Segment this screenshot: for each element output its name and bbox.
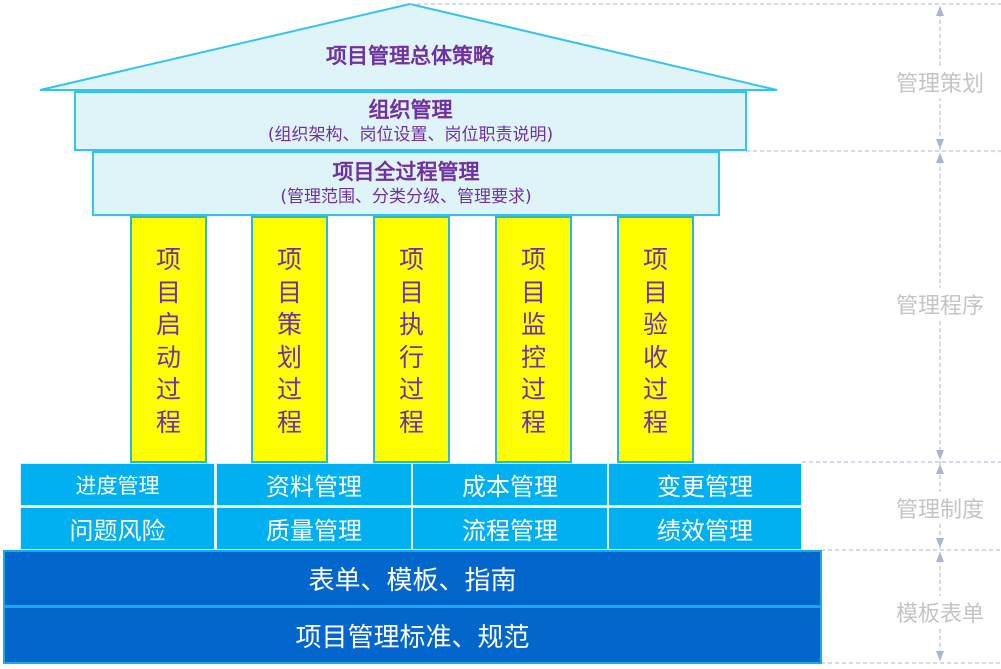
side-label-planning: 管理策划 [880, 66, 1000, 98]
system-cell: 成本管理 [412, 463, 608, 506]
process-tier: 项目全过程管理 (管理范围、分类分级、管理要求) [92, 151, 720, 216]
side-label-templates: 模板表单 [880, 596, 1000, 628]
process-title: 项目全过程管理 [332, 160, 480, 184]
system-cell: 绩效管理 [608, 507, 802, 550]
system-cell: 进度管理 [20, 463, 215, 506]
base-templates: 表单、模板、指南 [3, 550, 822, 607]
pillar-label: 项目验收过程 [642, 245, 668, 437]
organization-subtitle: (组织架构、岗位设置、岗位职责说明) [267, 125, 554, 145]
roof-title: 项目管理总体策略 [326, 44, 494, 68]
base-standards: 项目管理标准、规范 [3, 606, 822, 664]
system-cell: 流程管理 [412, 507, 608, 550]
level-dividers [410, 3, 1001, 664]
organization-title: 组织管理 [368, 98, 453, 122]
arrow-icons [936, 6, 944, 661]
pillar-monitoring: 项目监控过程 [495, 216, 572, 463]
organization-tier: 组织管理 (组织架构、岗位设置、岗位职责说明) [74, 91, 747, 151]
system-cell: 问题风险 [20, 507, 215, 550]
system-cell: 变更管理 [608, 463, 802, 506]
pillar-label: 项目策划过程 [276, 245, 302, 437]
process-subtitle: (管理范围、分类分级、管理要求) [280, 187, 532, 207]
pillar-initiation: 项目启动过程 [130, 216, 207, 463]
pillar-execution: 项目执行过程 [373, 216, 450, 463]
system-cell: 质量管理 [216, 507, 412, 550]
side-label-systems: 管理制度 [880, 492, 1000, 524]
pillar-label: 项目启动过程 [155, 245, 181, 437]
pillar-acceptance: 项目验收过程 [617, 216, 694, 463]
pillar-label: 项目监控过程 [520, 245, 546, 437]
side-label-procedures: 管理程序 [880, 288, 1000, 320]
roof-shape [39, 2, 778, 91]
pillar-label: 项目执行过程 [398, 245, 424, 437]
pillar-planning: 项目策划过程 [251, 216, 328, 463]
system-cell: 资料管理 [216, 463, 412, 506]
